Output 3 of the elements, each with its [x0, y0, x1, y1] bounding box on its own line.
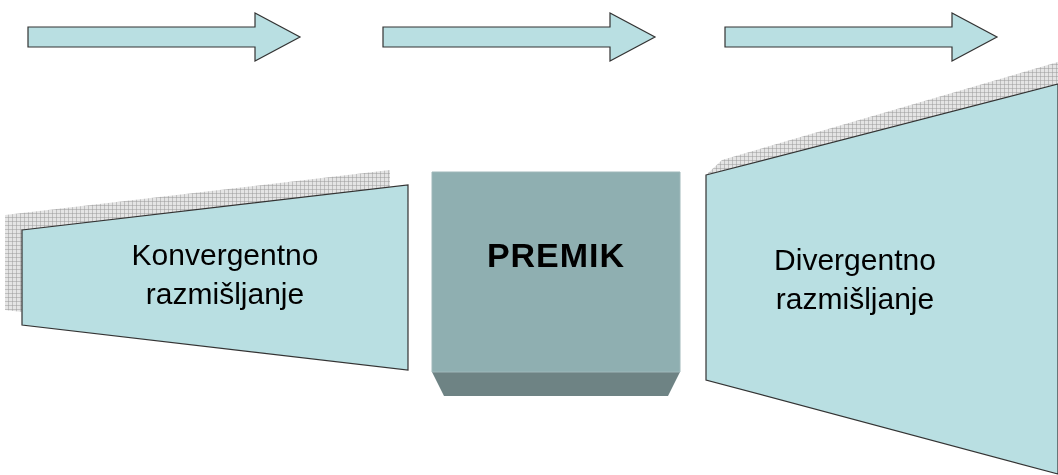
node-label: Divergentno razmišljanje	[773, 242, 937, 317]
box-title: PREMIK	[485, 235, 627, 276]
node-label: Konvergentno razmišljanje	[130, 237, 320, 312]
